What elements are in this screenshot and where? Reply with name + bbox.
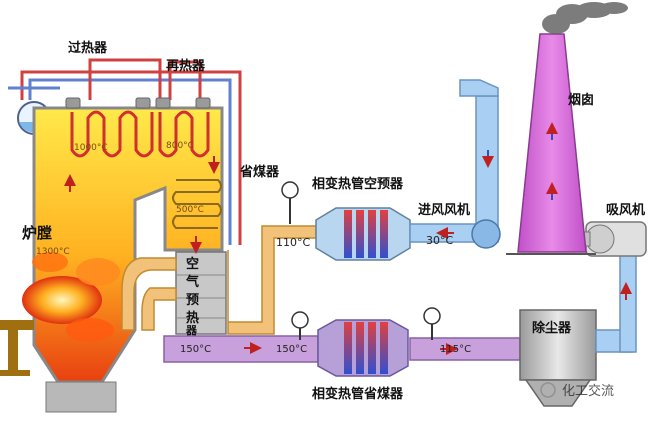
temp-furnace: 1300°C	[36, 247, 70, 257]
temp-flue-in-economizer: 150°C	[276, 344, 307, 355]
temp-economizer: 500°C	[176, 205, 204, 215]
watermark: 化工交流	[540, 382, 614, 399]
temp-flue-out-economizer: 115°C	[440, 344, 471, 355]
label-phase-change-air-preheater: 相变热管空预器	[312, 176, 404, 192]
temp-superheater: 1000°C	[74, 143, 108, 153]
label-chimney: 烟囱	[568, 92, 594, 108]
chimney-arrows	[482, 122, 558, 200]
phase-change-economizer	[317, 319, 409, 377]
fire	[22, 252, 120, 342]
steam-pipes	[8, 58, 242, 245]
label-phase-change-economizer: 相变热管省煤器	[312, 386, 404, 402]
label-furnace: 炉膛	[22, 224, 52, 242]
label-economizer: 省煤器	[239, 164, 280, 180]
label-dust-collector: 除尘器	[532, 320, 572, 336]
label-air-preheater-1: 空	[186, 256, 199, 272]
flow-arrows	[64, 156, 632, 355]
phase-change-air-preheater	[315, 207, 411, 261]
label-fd-fan: 进风风机	[418, 202, 470, 218]
chimney	[506, 33, 596, 255]
temp-reheater: 800°C	[166, 141, 194, 151]
cold-air-duct	[409, 79, 501, 249]
gauge-flue-out	[423, 307, 441, 340]
temp-flue-out-preheater: 150°C	[180, 344, 211, 355]
id-fan-duct	[595, 239, 637, 353]
label-superheater: 过热器	[68, 40, 108, 56]
label-air-preheater-3: 预	[186, 293, 199, 308]
economizer-coil	[172, 179, 222, 229]
label-air-preheater-5: 器	[185, 324, 198, 337]
air-preheater-box	[175, 251, 227, 335]
label-air-preheater-2: 气	[186, 274, 199, 290]
superheater-coils	[70, 110, 210, 158]
label-id-fan: 吸风机	[606, 202, 645, 218]
label-air-preheater-4: 热	[186, 310, 199, 326]
temp-air-out: 110°C	[276, 236, 310, 249]
temp-air-in: 30°C	[426, 234, 453, 247]
watermark-text: 化工交流	[562, 383, 614, 399]
smoke	[542, 2, 628, 34]
gauge-air-out	[281, 181, 299, 224]
gauge-flue-in	[291, 311, 309, 340]
headers	[65, 97, 211, 109]
label-reheater: 再热器	[166, 58, 206, 74]
